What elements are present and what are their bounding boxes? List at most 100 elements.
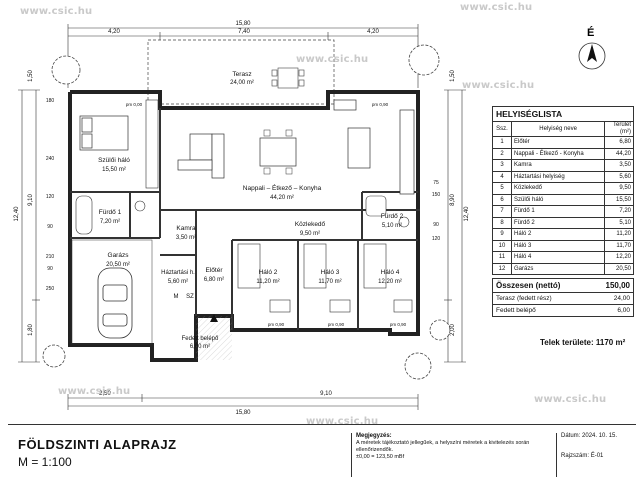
room-area-halo4: 12,20 m² (378, 279, 402, 285)
watermark: www.csic.hu (462, 80, 535, 91)
schedule-cell-area: 11,70 (604, 239, 634, 252)
terrace (147, 39, 335, 105)
room-label-halo4: Háló 4 (381, 269, 400, 276)
extra-value: 6,00 (617, 307, 630, 314)
schedule-cell-name: Közlekedő (510, 182, 606, 195)
schedule-cell-name: Fürdő 2 (510, 216, 606, 229)
notes-heading: Megjegyzés: (356, 433, 392, 439)
plot-area: Telek területe: 1170 m² (540, 338, 626, 347)
drawing-title: FÖLDSZINTI ALAPRAJZ (18, 437, 177, 452)
room-label-halo3: Háló 3 (321, 269, 340, 276)
dim-left-total: 12,40 (14, 206, 20, 222)
room-area-halo3: 11,70 m² (318, 279, 341, 285)
title-block: FÖLDSZINTI ALAPRAJZ M = 1:100 Megjegyzés… (8, 424, 636, 477)
room-area-furdo1: 7,20 m² (100, 219, 120, 225)
schedule-cell-idx: 3 (492, 159, 512, 172)
date-value: 2024. 10. 15. (582, 433, 618, 439)
schedule-cell-idx: 7 (492, 205, 512, 218)
schedule-cell-name: Háló 3 (510, 239, 606, 252)
room-area-kozlekedo: 9,50 m² (300, 231, 320, 237)
extra-value: 24,00 (613, 295, 630, 302)
room-label-fedett: Fedett belépő (182, 336, 219, 342)
extra-name: Terasz (fedett rész) (496, 295, 552, 302)
north-compass-icon (578, 42, 606, 70)
schedule-cell-area: 44,20 (604, 147, 634, 160)
schedule-extra-1: Terasz (fedett rész) 24,00 (492, 293, 634, 305)
schedule-cell-area: 20,50 (604, 262, 634, 275)
date-label: Dátum: (561, 433, 581, 439)
room-area-szuloi: 15,50 m² (102, 167, 126, 173)
schedule-cell-name: Szülői háló (510, 193, 606, 206)
schedule-total: Összesen (nettó) 150,00 (492, 278, 634, 293)
col-idx: Ssz. (492, 121, 512, 137)
dim-bottom-total: 15,80 (235, 410, 251, 416)
room-label-terasz: Terasz (232, 71, 251, 78)
watermark: www.csic.hu (460, 2, 533, 13)
room-area-halo2: 11,20 m² (256, 279, 279, 285)
watermark: www.csic.hu (20, 6, 93, 17)
schedule-title: HELYISÉGLISTA (492, 106, 634, 121)
outer-walls (68, 90, 420, 362)
schedule-cell-idx: 5 (492, 182, 512, 195)
room-label-eloter: Előtér (206, 267, 224, 274)
schedule-cell-idx: 10 (492, 239, 512, 252)
dim-top-total: 15,80 (235, 21, 251, 27)
watermark: www.csic.hu (306, 416, 379, 427)
schedule-cell-idx: 12 (492, 262, 512, 275)
schedule-cell-idx: 8 (492, 216, 512, 229)
col-name: Helyiség neve (510, 121, 606, 137)
dim-left-b: 1,80 (28, 324, 34, 336)
watermark: www.csic.hu (296, 54, 369, 65)
dim-misc-11: 120 (432, 236, 441, 242)
bath-fixtures (75, 195, 410, 235)
dim-right-total: 12,40 (464, 206, 470, 222)
schedule-extra-2: Fedett belépő 6,00 (492, 305, 634, 317)
schedule-cell-idx: 1 (492, 136, 512, 149)
dim-misc-6: 90 (47, 266, 53, 272)
room-label-szuloi: Szülői háló (98, 157, 130, 164)
terrace-table (271, 67, 305, 89)
drawing-notes: Megjegyzés: A méretek tájékoztató jelleg… (351, 433, 556, 477)
schedule-cell-name: Háló 4 (510, 251, 606, 264)
room-area-terasz: 24,00 m² (230, 80, 254, 86)
double-bed-icon (79, 115, 129, 151)
drawing-scale: M = 1:100 (18, 455, 72, 469)
room-area-haztartasi: 5,60 m² (168, 279, 188, 285)
room-label-haztartasi: Háztartási h. (161, 270, 195, 276)
room-area-eloter: 6,80 m² (204, 277, 224, 283)
living-furniture (177, 99, 415, 195)
dining-chairs (263, 129, 293, 175)
level-reference: ±0,00 = 123,50 mBf (356, 454, 405, 460)
total-label: Összesen (nettó) (496, 281, 561, 290)
schedule-cell-area: 11,20 (604, 228, 634, 241)
col-area-unit: (m²) (620, 129, 631, 135)
schedule-cell-name: Nappali - Étkező - Konyha (510, 147, 606, 160)
garage-floor (71, 239, 153, 345)
sheet-value: É-01 (590, 453, 604, 459)
dim-misc-8: 75 (433, 180, 439, 186)
notes-text: A méretek tájékoztató jellegűek, a helys… (356, 440, 530, 453)
single-beds (237, 243, 413, 313)
sz-cabinet-label: SZ (186, 294, 194, 300)
sheet-row: Rajzszám: É-01 (561, 453, 640, 459)
room-area-garazs: 20,50 m² (106, 262, 130, 268)
schedule-cell-idx: 9 (492, 228, 512, 241)
room-area-furdo2: 5,10 m² (382, 223, 402, 229)
car-icon (97, 267, 133, 339)
dim-misc-1: 180 (46, 98, 55, 104)
room-label-nappali: Nappali – Étkező – Konyha (243, 183, 322, 192)
schedule-cell-name: Háló 2 (510, 228, 606, 241)
col-area: Terület(m²) (604, 121, 634, 137)
entry-arrow-icon (210, 314, 218, 322)
schedule-header-row: Ssz. Helyiség neve Terület(m²) (492, 121, 634, 137)
